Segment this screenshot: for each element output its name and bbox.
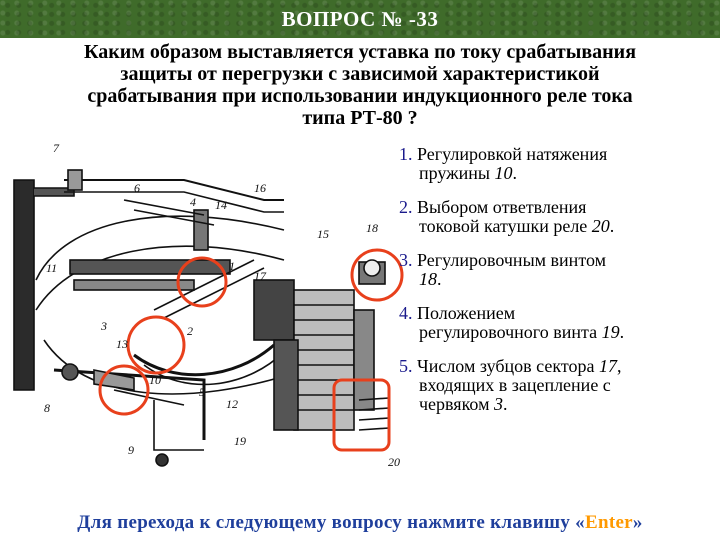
answer-option-1[interactable]: 1. Регулировкой натяжения пружины 10.: [399, 145, 717, 183]
enter-key-label: Enter: [584, 512, 633, 533]
label-10: 10: [149, 373, 161, 387]
answer-text: Положением: [417, 303, 516, 323]
title-banner: ВОПРОС № -33: [0, 0, 720, 38]
answer-option-2[interactable]: 2. Выбором ответвления токовой катушки р…: [399, 198, 717, 236]
label-3: 3: [100, 319, 107, 333]
label-11: 11: [46, 261, 57, 275]
question-line: Каким образом выставляется уставка по то…: [83, 41, 637, 63]
answer-ref: 18: [419, 269, 437, 289]
label-18: 18: [366, 221, 378, 235]
label-1: 1: [229, 259, 235, 273]
label-7: 7: [53, 141, 60, 155]
answer-number: 2.: [399, 197, 413, 217]
footer-text-end: »: [632, 512, 643, 533]
answer-option-5[interactable]: 5. Числом зубцов сектора 17, входящих в …: [399, 357, 717, 414]
answer-punct: ,: [616, 356, 622, 376]
answer-ref: 20: [591, 216, 610, 236]
answer-option-4[interactable]: 4. Положением регулировочного винта 19.: [399, 304, 717, 342]
answer-punct: .: [512, 163, 517, 183]
answer-ref: 10: [494, 163, 513, 183]
answer-ref: 19: [601, 322, 620, 342]
answer-number: 4.: [399, 303, 413, 323]
label-16: 16: [254, 181, 266, 195]
label-17: 17: [254, 269, 267, 283]
highlight-screw-19: [126, 315, 186, 375]
highlight-coil-20: [332, 378, 391, 452]
answer-number: 1.: [399, 144, 413, 164]
label-20: 20: [388, 455, 400, 469]
answer-punct: .: [502, 394, 508, 414]
label-12: 12: [226, 397, 238, 411]
footer-instruction: Для перехода к следующему вопросу нажмит…: [0, 512, 720, 534]
highlight-screw-18: [350, 248, 404, 302]
answer-punct: .: [609, 216, 615, 236]
answer-option-3[interactable]: 3. Регулировочным винтом 18.: [399, 251, 717, 289]
highlight-spring-10: [176, 256, 228, 308]
label-6: 6: [134, 181, 140, 195]
answer-options: 1. Регулировкой натяжения пружины 10. 2.…: [399, 145, 717, 429]
question-line: типа РТ-80 ?: [302, 107, 418, 129]
answer-punct: .: [437, 269, 442, 289]
question-line: срабатывания при использовании индукцион…: [87, 85, 633, 107]
label-9: 9: [128, 443, 134, 457]
label-15: 15: [317, 227, 329, 241]
answer-punct: .: [619, 322, 625, 342]
answer-text: пружины: [419, 163, 495, 183]
answer-ref: 17: [598, 356, 617, 376]
highlight-sector-area: [98, 364, 150, 416]
label-13: 13: [116, 337, 128, 351]
label-5: 5: [199, 385, 205, 399]
question-number-title: ВОПРОС № -33: [281, 7, 439, 31]
answer-text: Регулировкой натяжения: [417, 144, 608, 164]
answer-text: Регулировочным винтом: [417, 250, 606, 270]
label-2: 2: [187, 324, 193, 338]
label-8: 8: [44, 401, 50, 415]
relay-diagram: 7 6 4 14 16 15 18 11 1 3 13 17 2 10 5 12…: [13, 141, 404, 469]
answer-text: Числом зубцов сектора: [417, 356, 599, 376]
footer-text: Для перехода к следующему вопросу нажмит…: [77, 512, 585, 533]
answer-number: 5.: [399, 356, 413, 376]
label-14: 14: [215, 198, 227, 212]
question-line: защиты от перегрузки с зависимой характе…: [120, 63, 600, 85]
answer-text: регулировочного винта: [419, 322, 602, 342]
answer-text: входящих в зацепление с: [419, 375, 611, 395]
answer-text: червяком: [419, 394, 494, 414]
question-text: Каким образом выставляется уставка по то…: [20, 41, 700, 129]
answer-number: 3.: [399, 250, 413, 270]
answer-ref: 3: [493, 394, 503, 414]
answer-text: Выбором ответвления: [417, 197, 587, 217]
label-4: 4: [190, 195, 196, 209]
label-19: 19: [234, 434, 246, 448]
answer-text: [399, 269, 419, 289]
answer-text: токовой катушки реле: [419, 216, 592, 236]
